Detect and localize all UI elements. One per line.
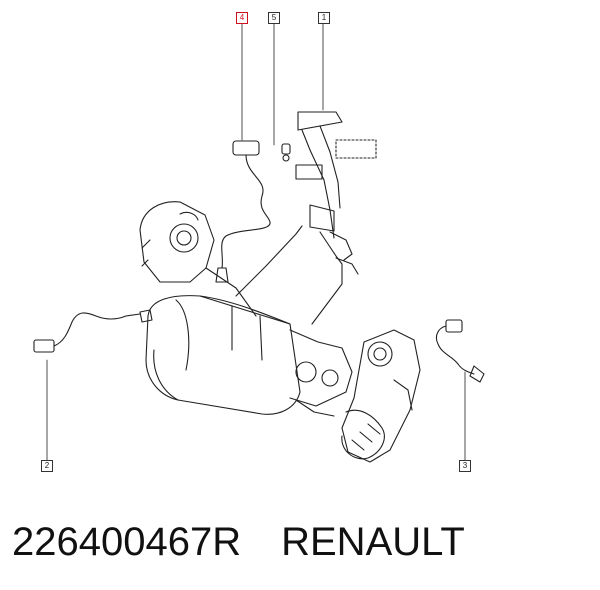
clip-5 <box>281 143 291 162</box>
callout-5[interactable]: 5 <box>268 12 280 24</box>
exhaust-sensor-diagram <box>33 23 485 463</box>
callout-2[interactable]: 2 <box>41 460 53 472</box>
caption: 226400467R RENAULT <box>12 516 465 568</box>
callout-4[interactable]: 4 <box>236 12 248 24</box>
brand-name: RENAULT <box>281 520 465 564</box>
callout-3[interactable]: 3 <box>459 460 471 472</box>
harness <box>235 225 359 325</box>
callout-1[interactable]: 1 <box>318 12 330 24</box>
sensor-2-wire <box>33 309 153 353</box>
turbo-manifold <box>139 201 257 317</box>
pipe-section <box>289 329 353 417</box>
catalytic-converter <box>145 295 301 415</box>
part-number: 226400467R <box>12 520 242 564</box>
bracket-1 <box>295 111 377 261</box>
sensor-4-wire <box>215 140 271 283</box>
leader-lines <box>46 23 466 461</box>
right-exhaust-assembly <box>341 329 421 463</box>
sensor-3-wire <box>435 319 485 383</box>
